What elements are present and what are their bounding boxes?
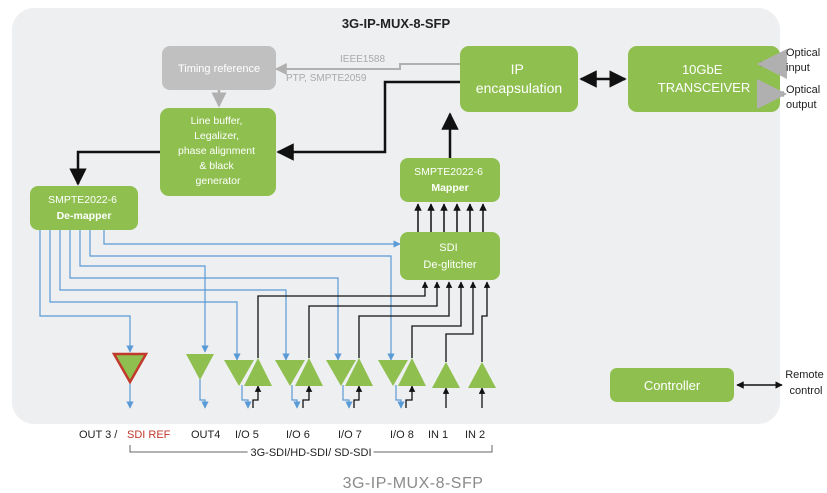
svg-text:Optical output: Optical output xyxy=(786,84,823,111)
ip-encap-line-2: encapsulation xyxy=(476,80,562,96)
ptp-label-1: IEEE1588 xyxy=(340,54,385,65)
transceiver-line-1: 10GbE xyxy=(682,62,723,77)
out4-driver-icon xyxy=(186,354,214,380)
out3-driver-icon xyxy=(111,352,149,385)
io6-driver-icon xyxy=(275,360,305,386)
svg-text:SMPTE2022-6 De-mapper: SMPTE2022-6 De-mapper xyxy=(48,194,120,222)
port-io7-label: I/O 7 xyxy=(338,429,362,441)
transceiver-line-2: TRANSCEIVER xyxy=(658,80,750,95)
svg-text:SDI De-glitcher: SDI De-glitcher xyxy=(423,242,477,271)
port-labels: OUT 3 / SDI REF OUT4 I/O 5 I/O 6 I/O 7 I… xyxy=(79,429,493,462)
remote-control-line-1: Remote xyxy=(785,369,824,381)
deglitcher-line-2: De-glitcher xyxy=(423,259,477,271)
port-buffers xyxy=(111,352,496,388)
in1-receiver-icon xyxy=(432,362,460,388)
deglitcher-block: SDI De-glitcher xyxy=(400,232,500,280)
port-io8-label: I/O 8 xyxy=(390,429,414,441)
ptp-connection: IEEE1588 PTP, SMPTE2059 xyxy=(211,54,460,108)
io7-receiver-icon xyxy=(345,358,373,386)
demapper-line-1: SMPTE2022-6 xyxy=(48,194,117,206)
port-out3-label: OUT 3 / xyxy=(79,429,118,441)
optical-io: Optical input Optical output xyxy=(757,47,823,111)
main-data-path xyxy=(69,70,627,186)
port-in2-label: IN 2 xyxy=(465,429,485,441)
port-io5-label: I/O 5 xyxy=(235,429,259,441)
transceiver-block: 10GbE TRANSCEIVER xyxy=(628,46,780,112)
mapper-line-1: SMPTE2022-6 xyxy=(414,166,483,178)
timing-reference-label: Timing reference xyxy=(178,63,260,75)
in2-receiver-icon xyxy=(468,362,496,388)
line-buffer-line-4: & black xyxy=(199,160,234,172)
demapper-line-2: De-mapper xyxy=(57,210,112,222)
io7-driver-icon xyxy=(326,360,356,386)
line-buffer-line-2: Legalizer, xyxy=(194,130,239,142)
line-buffer-line-1: Line buffer, xyxy=(191,115,243,127)
io5-driver-icon xyxy=(224,360,254,386)
port-in1-label: IN 1 xyxy=(428,429,448,441)
remote-control: Remote control xyxy=(736,369,827,397)
mapper-block: SMPTE2022-6 Mapper xyxy=(400,158,500,202)
io6-receiver-icon xyxy=(295,358,323,386)
deglitcher-input-lines xyxy=(252,281,491,408)
port-io6-label: I/O 6 xyxy=(286,429,310,441)
demapper-block: SMPTE2022-6 De-mapper xyxy=(30,186,138,230)
optical-output-line-2: output xyxy=(786,99,817,111)
optical-input-line-1: Optical xyxy=(786,47,820,59)
remote-control-line-2: control xyxy=(789,385,822,397)
io8-receiver-icon xyxy=(398,358,426,386)
svg-text:IP encapsulation: IP encapsulation xyxy=(476,61,562,96)
figure-caption: 3G-IP-MUX-8-SFP xyxy=(343,475,484,492)
mapper-line-2: Mapper xyxy=(431,182,468,194)
device-title: 3G-IP-MUX-8-SFP xyxy=(342,16,451,31)
timing-reference-block: Timing reference xyxy=(162,46,276,90)
port-range-label: 3G-SDI/HD-SDI/ SD-SDI xyxy=(250,447,371,459)
port-sdi-ref-label: SDI REF xyxy=(127,429,171,441)
svg-text:Optical input: Optical input xyxy=(786,47,823,74)
svg-text:Line buffer, Legalizer,: Line buffer, Legalizer, phase alignment … xyxy=(178,115,258,187)
line-buffer-line-5: generator xyxy=(196,175,241,187)
io8-driver-icon xyxy=(378,360,408,386)
deglitcher-line-1: SDI xyxy=(439,242,457,254)
io5-receiver-icon xyxy=(244,358,272,386)
controller-block: Controller xyxy=(610,368,734,402)
svg-text:10GbE TRANSCEIVER: 10GbE TRANSCEIVER xyxy=(658,62,750,95)
svg-text:Remote control: Remote control xyxy=(785,369,827,397)
line-buffer-block: Line buffer, Legalizer, phase alignment … xyxy=(160,108,276,196)
ip-encapsulation-block: IP encapsulation xyxy=(460,46,578,112)
controller-label: Controller xyxy=(644,378,701,393)
mapper-input-arrows xyxy=(414,203,487,232)
optical-input-line-2: input xyxy=(786,62,810,74)
port-out4-label: OUT4 xyxy=(191,429,220,441)
line-buffer-line-3: phase alignment xyxy=(178,145,255,157)
ptp-label-2: PTP, SMPTE2059 xyxy=(286,73,367,84)
port-range-bracket xyxy=(129,445,493,453)
ip-encap-line-1: IP xyxy=(511,61,524,77)
optical-output-line-1: Optical xyxy=(786,84,820,96)
svg-text:SMPTE2022-6 Mapper: SMPTE2022-6 Mapper xyxy=(414,166,486,194)
demapper-output-lines xyxy=(39,230,405,409)
